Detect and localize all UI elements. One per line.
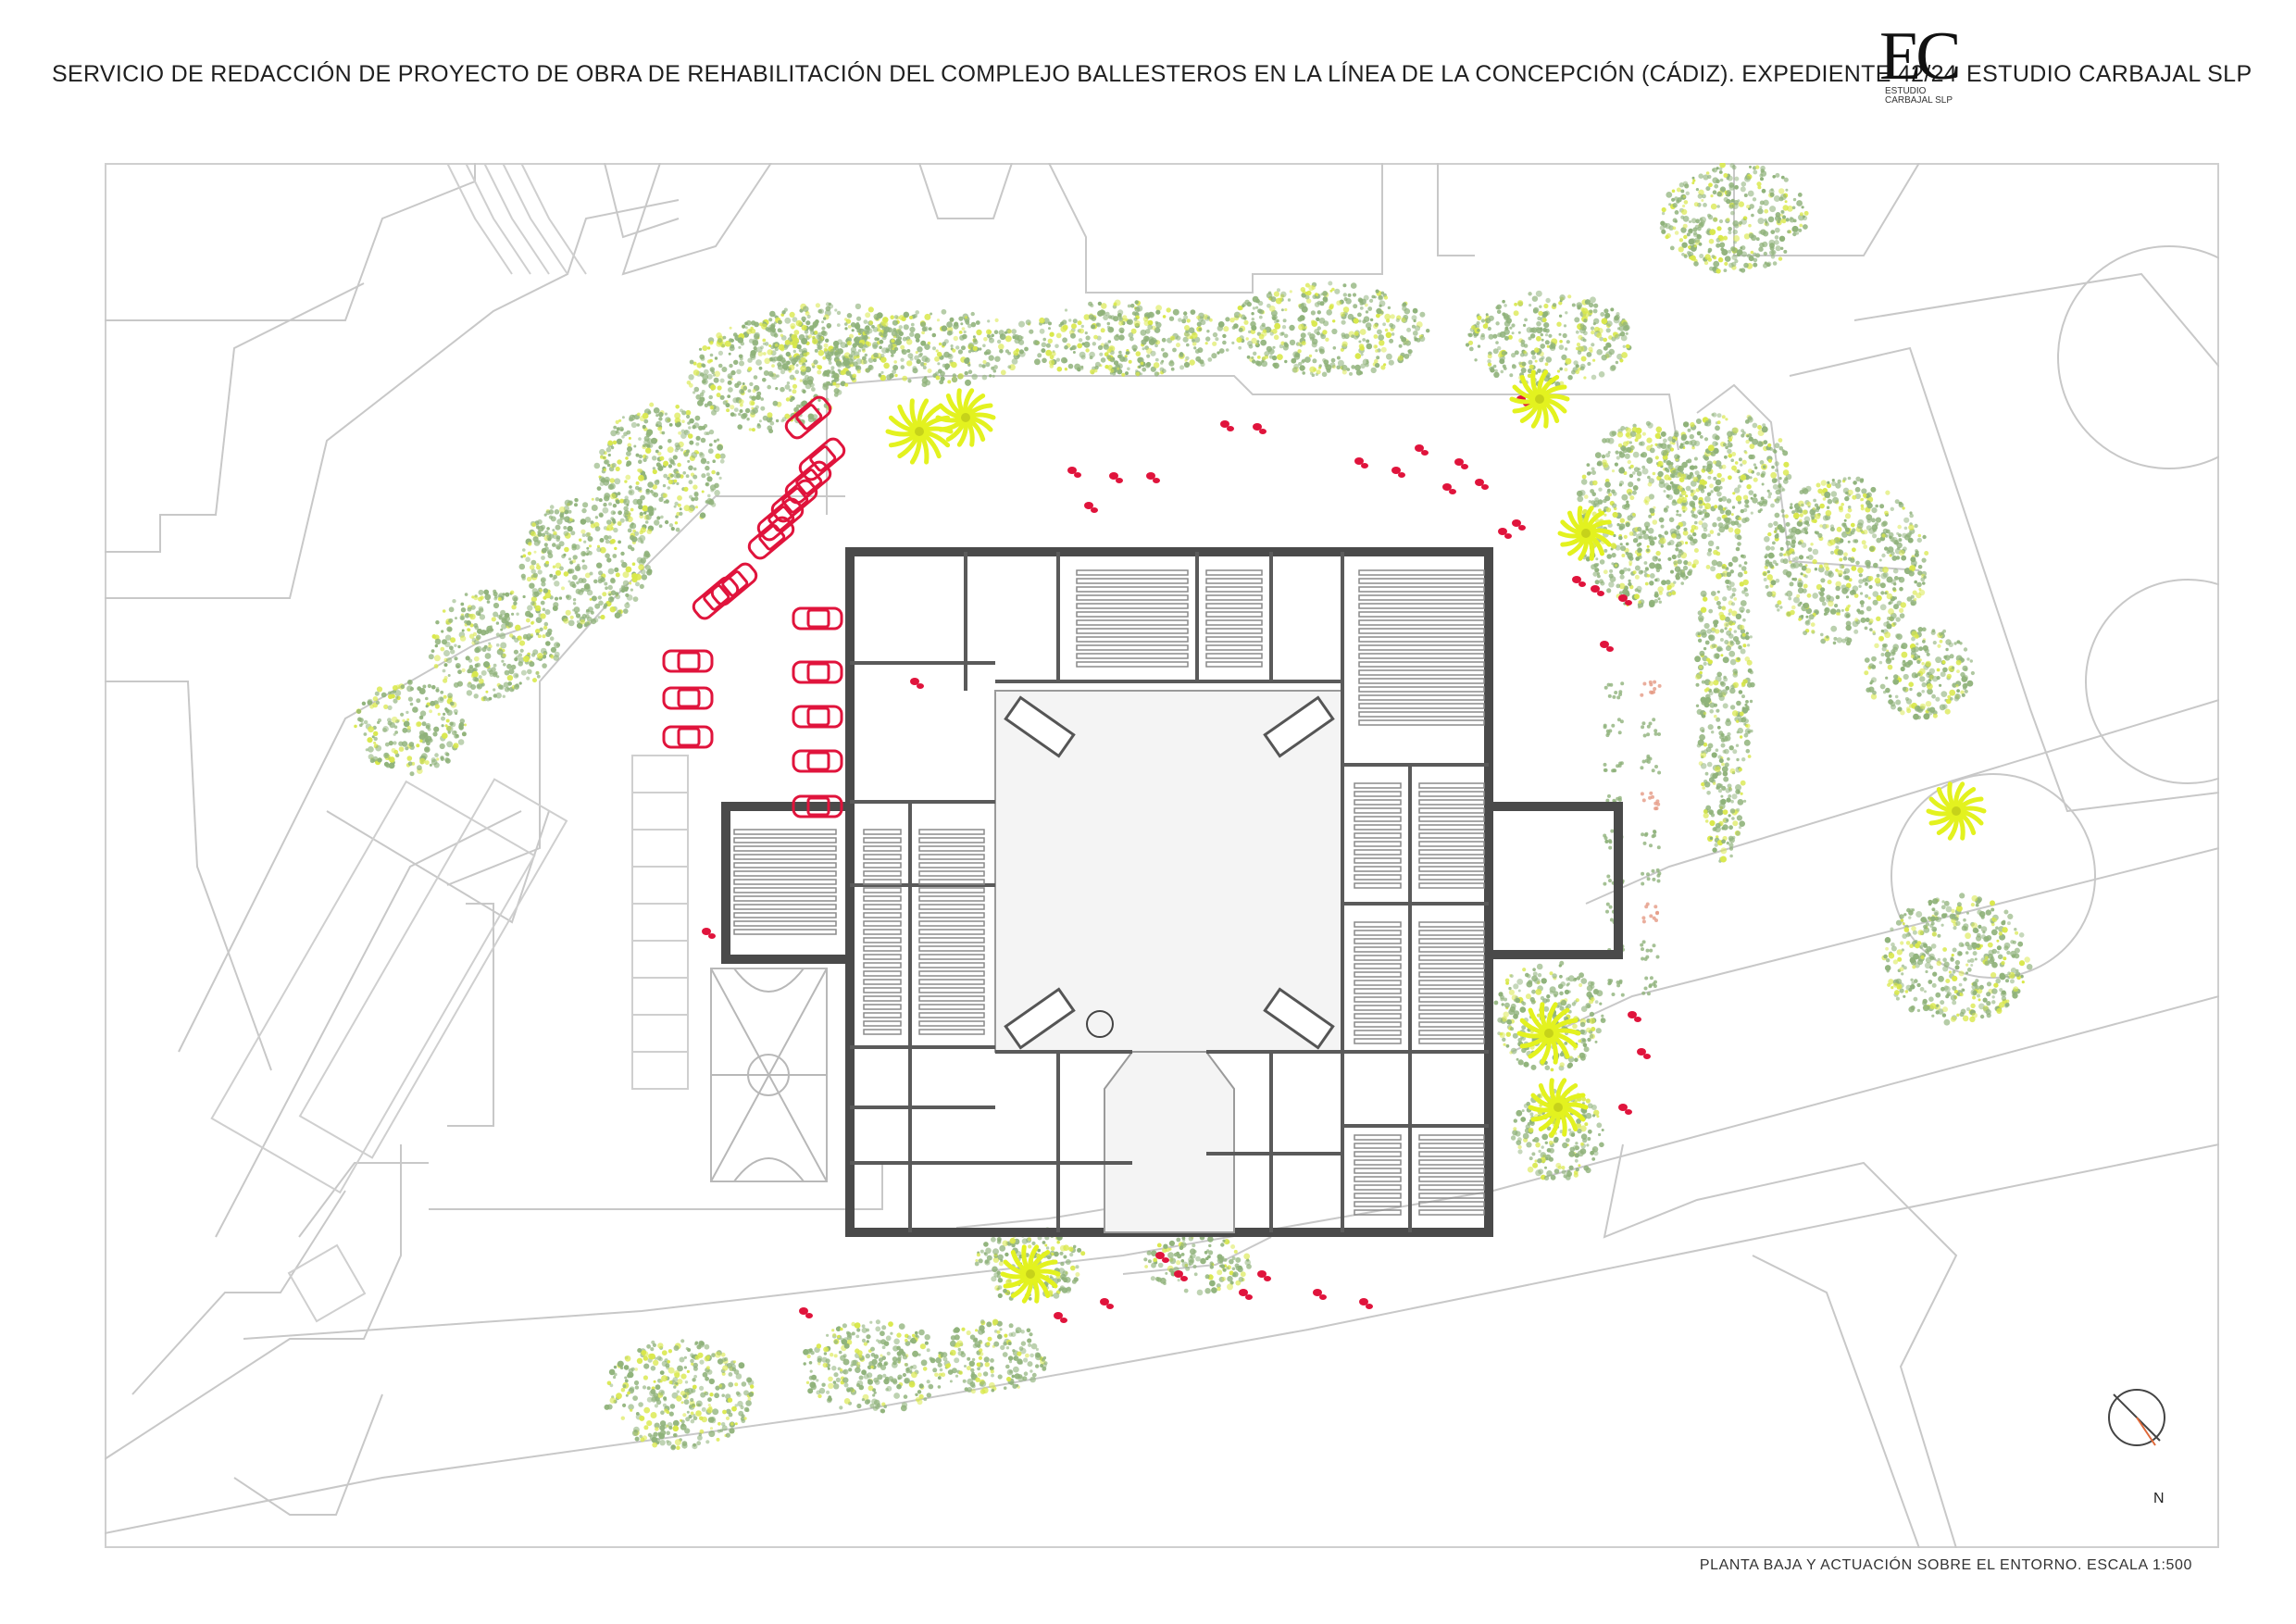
logo-letters: EC bbox=[1879, 19, 1962, 94]
north-label: N bbox=[2153, 1491, 2165, 1506]
furniture bbox=[733, 569, 1485, 1216]
courtyard bbox=[994, 690, 1343, 1233]
studio-name: ESTUDIO CARBAJAL SLP bbox=[1966, 61, 2252, 87]
east-wing-outline bbox=[1484, 802, 1623, 959]
people bbox=[702, 395, 1651, 1323]
logo-subtext: ESTUDIO CARBAJAL SLP bbox=[1885, 87, 1953, 106]
studio-logo: EC ESTUDIO CARBAJAL SLP bbox=[1879, 19, 1962, 111]
palm-trees bbox=[885, 369, 1987, 1304]
drawing-title: SERVICIO DE REDACCIÓN DE PROYECTO DE OBR… bbox=[52, 61, 1957, 87]
drawing-caption: PLANTA BAJA Y ACTUACIÓN SOBRE EL ENTORNO… bbox=[1699, 1557, 2192, 1573]
logo-line1: ESTUDIO bbox=[1885, 86, 1927, 96]
north-arrow-icon bbox=[2108, 1389, 2165, 1446]
logo-line2: CARBAJAL SLP bbox=[1885, 95, 1953, 106]
west-wing-outline bbox=[721, 802, 855, 964]
sports-court bbox=[710, 968, 828, 1182]
parking-stripes bbox=[210, 163, 689, 1323]
parked-cars bbox=[662, 395, 846, 818]
vegetation bbox=[354, 163, 2033, 1451]
site-plan bbox=[105, 163, 2219, 1548]
courtyard-stairs bbox=[1004, 695, 1335, 1050]
drawing-frame bbox=[105, 163, 2219, 1548]
interior-walls bbox=[850, 552, 1489, 1232]
